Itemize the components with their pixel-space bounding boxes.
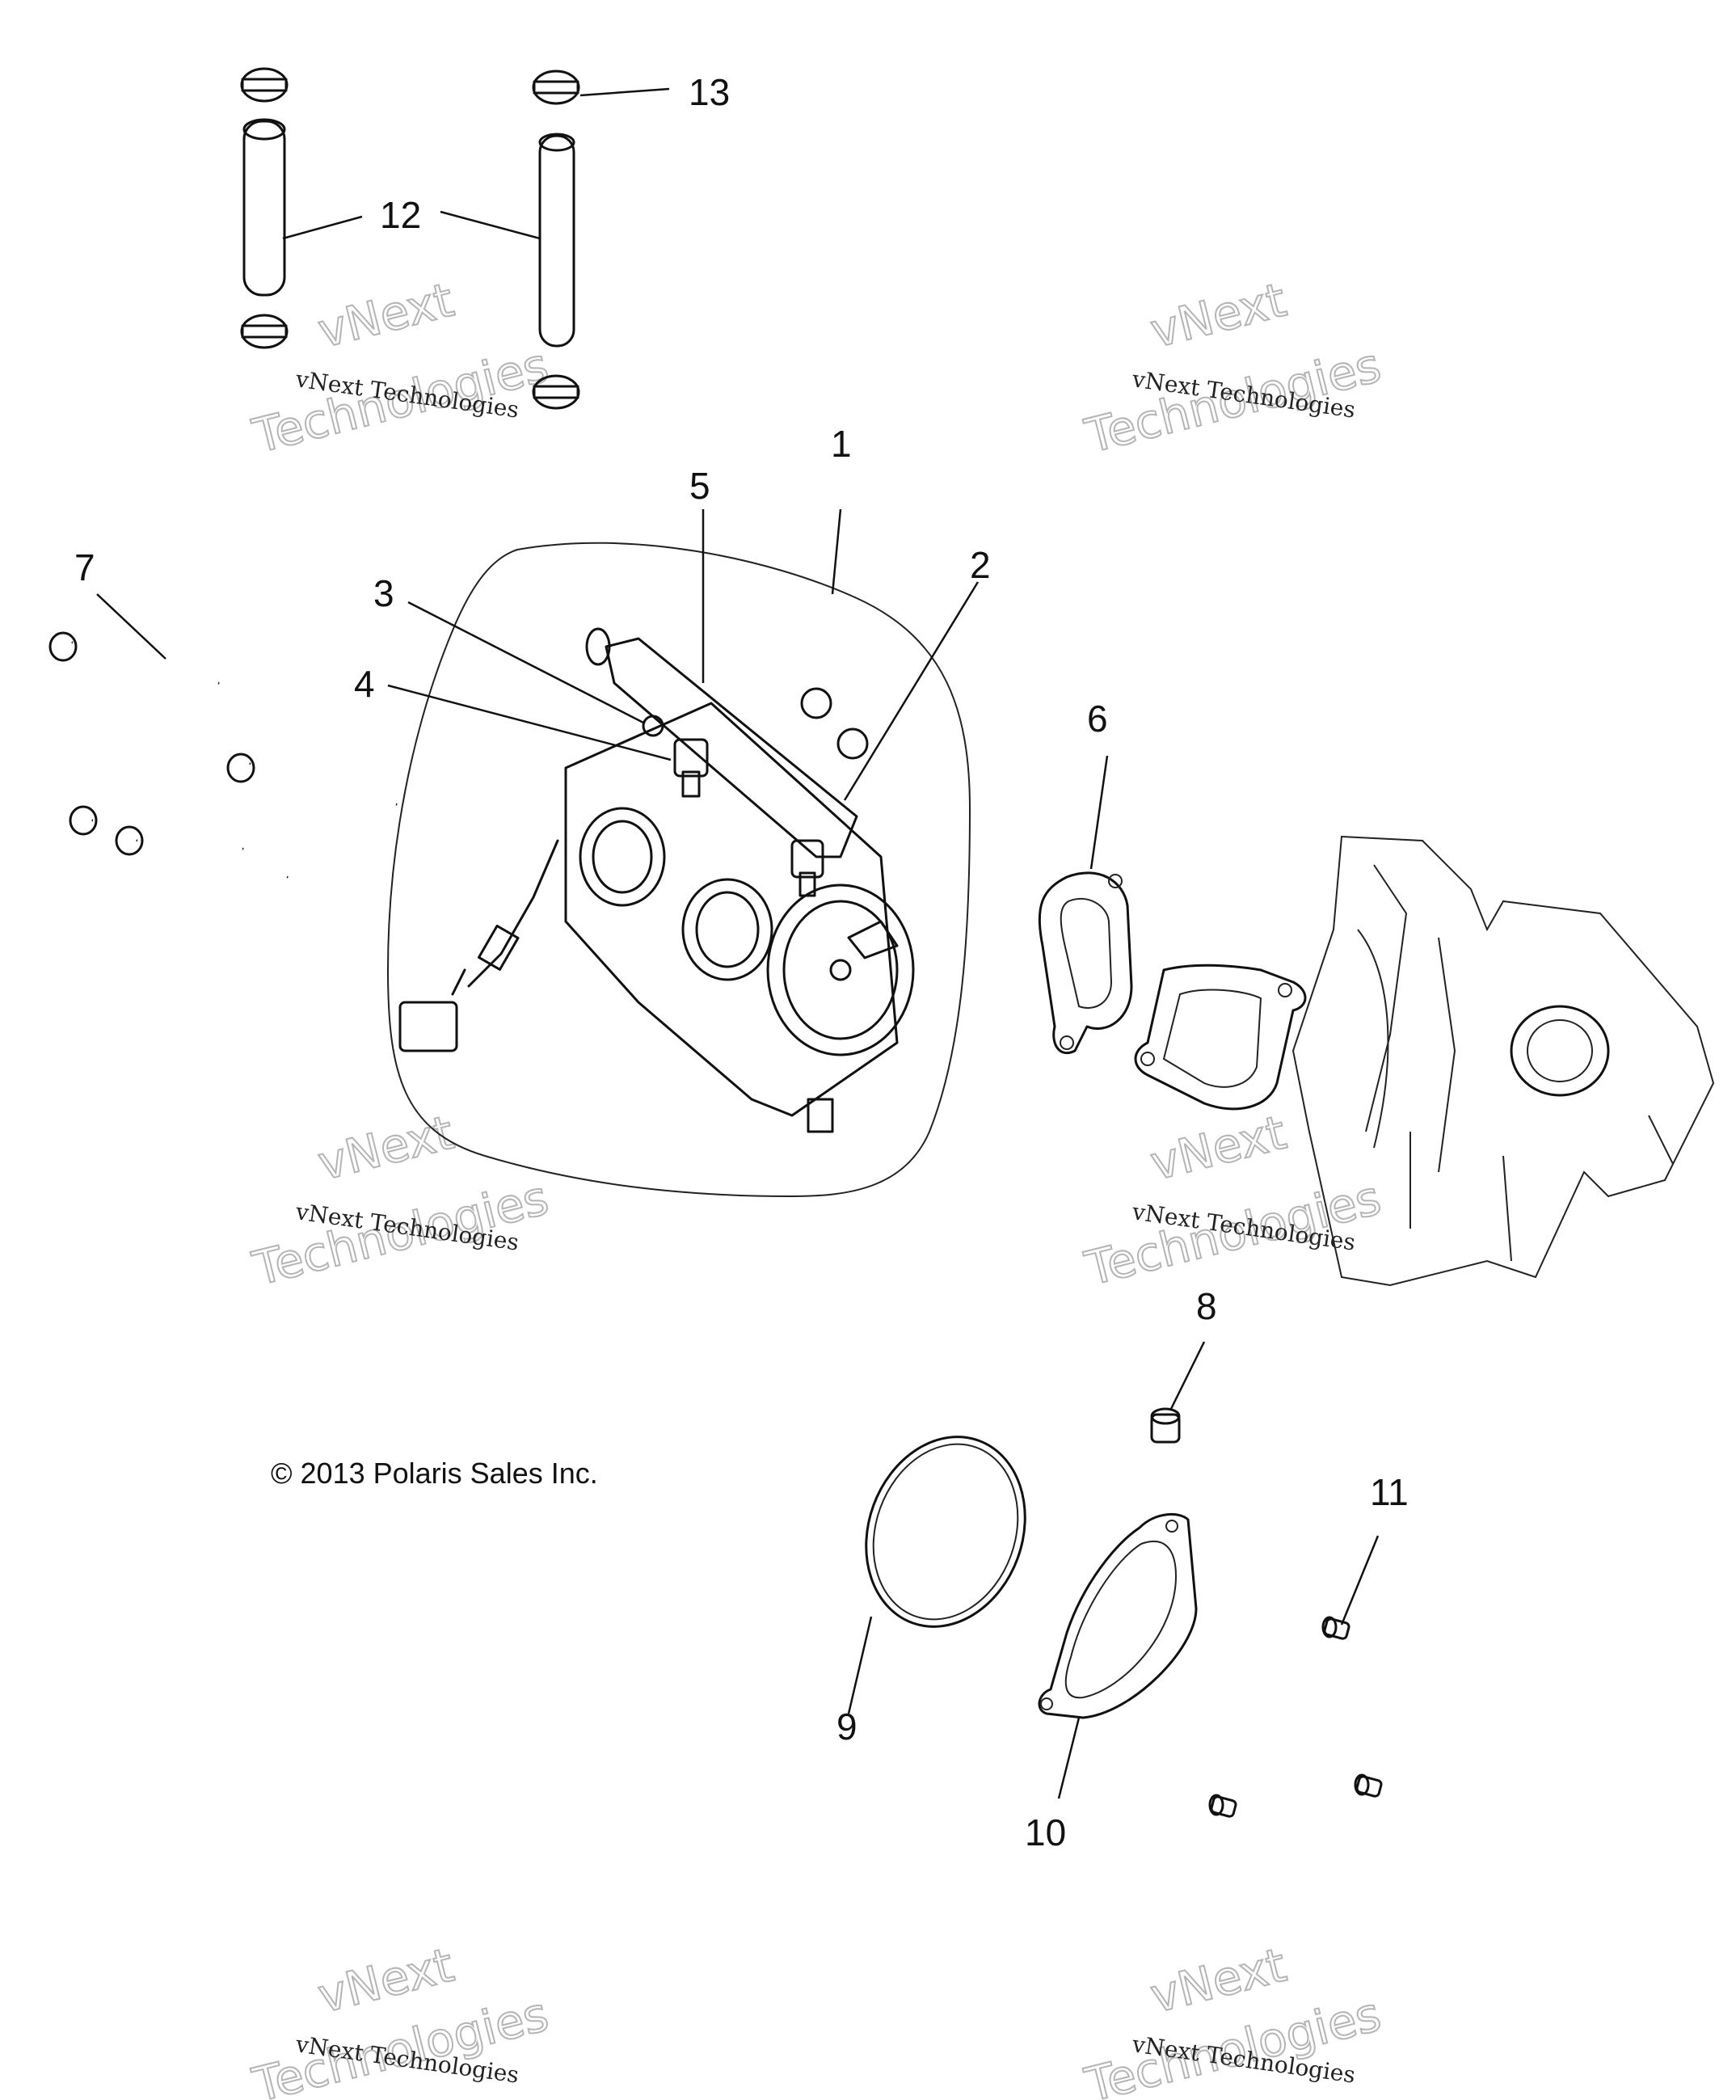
- callout-3: 3: [373, 572, 394, 614]
- callout-labels: 1 2 3 4 5 6 7 8 9 10 11 12 13: [74, 71, 1409, 1853]
- callout-7: 7: [74, 546, 95, 588]
- callout-4: 4: [354, 663, 375, 705]
- watermark-top-right: vNext Technologies vNext Technologies: [1079, 272, 1387, 465]
- o-ring: [865, 1436, 1026, 1628]
- engine-intake-section: [1291, 835, 1715, 1287]
- leader-9: [847, 1616, 873, 1714]
- leader-1: [831, 508, 842, 595]
- svg-text:vNext: vNext: [1145, 1105, 1291, 1191]
- leader-7: [96, 593, 166, 660]
- callout-10: 10: [1025, 1811, 1066, 1853]
- leader-3: [407, 601, 646, 725]
- screw-11-a: [1321, 1616, 1350, 1640]
- svg-text:vNext: vNext: [313, 1938, 459, 2024]
- svg-text:vNext: vNext: [1145, 1938, 1291, 2024]
- callout-13: 13: [689, 71, 730, 113]
- leader-13: [579, 87, 670, 97]
- hose-clamp-bottom-left: [240, 314, 289, 349]
- svg-text:vNext: vNext: [313, 1105, 459, 1191]
- leader-12-left: [282, 215, 363, 240]
- hose-left: [242, 118, 286, 297]
- screw: [642, 715, 664, 737]
- watermark-top-left: vNext Technologies vNext Technologies: [246, 272, 554, 465]
- fuel-rail: [585, 627, 858, 858]
- leader-4: [387, 684, 672, 761]
- callout-2: 2: [970, 544, 991, 586]
- hose-clamp-top-left: [240, 67, 289, 103]
- hose-clamp-bottom-right: [532, 374, 580, 410]
- leader-11: [1340, 1535, 1380, 1626]
- fuel-injector-2: [790, 839, 824, 897]
- callout-9: 9: [836, 1706, 857, 1748]
- sensor-cap-1: [800, 687, 869, 760]
- leader-lines: [96, 87, 1380, 1799]
- callout-12: 12: [380, 194, 421, 236]
- leader-2: [843, 581, 980, 801]
- leader-6: [1089, 755, 1109, 870]
- fuel-injector-1: [673, 738, 709, 798]
- hose-right: [538, 133, 575, 348]
- throttle-body-assembly-outline: [386, 542, 971, 1198]
- callout-11: 11: [1370, 1471, 1409, 1513]
- hose-clamp-top-right: [532, 70, 580, 105]
- throttle-body: [564, 702, 915, 1133]
- leader-10: [1057, 1717, 1081, 1799]
- bolt-1: [48, 631, 220, 688]
- gasket-1: [1038, 871, 1133, 1055]
- gasket-2: [1134, 964, 1307, 1111]
- copyright-notice: © 2013 Polaris Sales Inc.: [271, 1457, 598, 1490]
- watermark-bottom-right: vNext Technologies vNext Technologies: [1079, 1937, 1387, 2100]
- watermark-bottom-left: vNext Technologies vNext Technologies: [246, 1937, 554, 2100]
- svg-text:vNext: vNext: [313, 272, 459, 359]
- screw-11-c: [1354, 1773, 1383, 1798]
- bolt-4: [115, 825, 289, 882]
- callout-6: 6: [1087, 698, 1108, 740]
- callout-8: 8: [1196, 1285, 1217, 1327]
- callout-5: 5: [689, 465, 710, 507]
- leader-12-right: [440, 210, 541, 240]
- screw-11-b: [1208, 1794, 1237, 1818]
- svg-text:vNext: vNext: [1145, 272, 1291, 359]
- cover-plate: [1038, 1512, 1198, 1719]
- bolt-2: [226, 753, 398, 809]
- wiring-connector: [398, 839, 559, 1052]
- callout-1: 1: [831, 423, 852, 465]
- watermark-mid-left: vNext Technologies vNext Technologies: [246, 1104, 554, 1297]
- leader-8: [1169, 1341, 1206, 1411]
- bolt-3: [69, 805, 244, 854]
- plug: [1150, 1407, 1181, 1444]
